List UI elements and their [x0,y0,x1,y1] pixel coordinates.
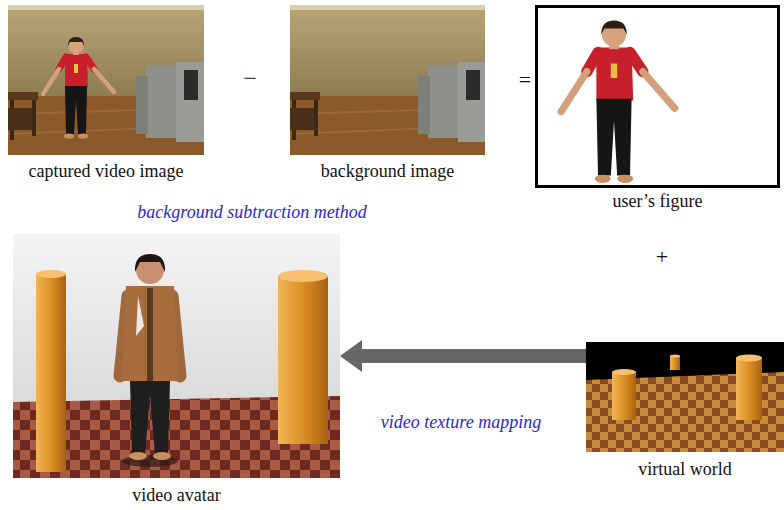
captured-photo [8,5,204,155]
illustration-part [736,355,762,362]
illustration-part [561,20,675,183]
image-caption: video avatar [132,486,220,506]
illustration-part [136,296,144,336]
illustration-part [13,234,340,478]
image-caption: virtual world [638,460,731,480]
illustration-part [670,355,680,358]
illustration-part [130,381,170,454]
illustration-part [278,276,328,444]
operator-minus: − [243,65,257,91]
image-caption: user’s figure [612,192,702,212]
illustration-part [147,288,153,381]
image-caption: background image [321,162,454,182]
video-avatar-render [13,234,340,478]
method-label: background subtraction method [137,203,366,223]
background-photo [290,5,485,155]
illustration-part [612,369,636,375]
image-panel: captured video image [8,5,204,184]
illustration-part [153,452,171,460]
illustration-part [36,270,66,278]
flow-arrow [340,340,586,372]
illustration-part [290,5,485,155]
illustration-part [120,254,180,467]
illustration-part [537,7,779,187]
illustration-part [8,5,204,155]
image-panel: background image [290,5,485,184]
illustration-part [736,358,762,420]
operator-equals: = [519,68,531,92]
image-panel: user’s figure [535,5,780,214]
illustration-part [135,254,165,272]
illustration-part [586,342,784,452]
illustration-part [278,270,328,282]
illustration-part [43,37,114,139]
illustration-part [612,372,636,420]
arrow-shaft [360,349,586,363]
image-caption: captured video image [29,162,184,182]
illustration-part [670,356,680,370]
illustration-part [122,286,178,381]
figure-panel [537,7,779,187]
virtual-world-render [586,342,784,452]
image-panel: video avatar [13,234,340,508]
arrow-head [340,340,362,372]
illustration-part [129,452,147,460]
image-panel: virtual world [586,342,784,482]
method-label: video texture mapping [381,413,541,433]
illustration-part [36,274,66,472]
operator-plus: + [656,245,668,269]
